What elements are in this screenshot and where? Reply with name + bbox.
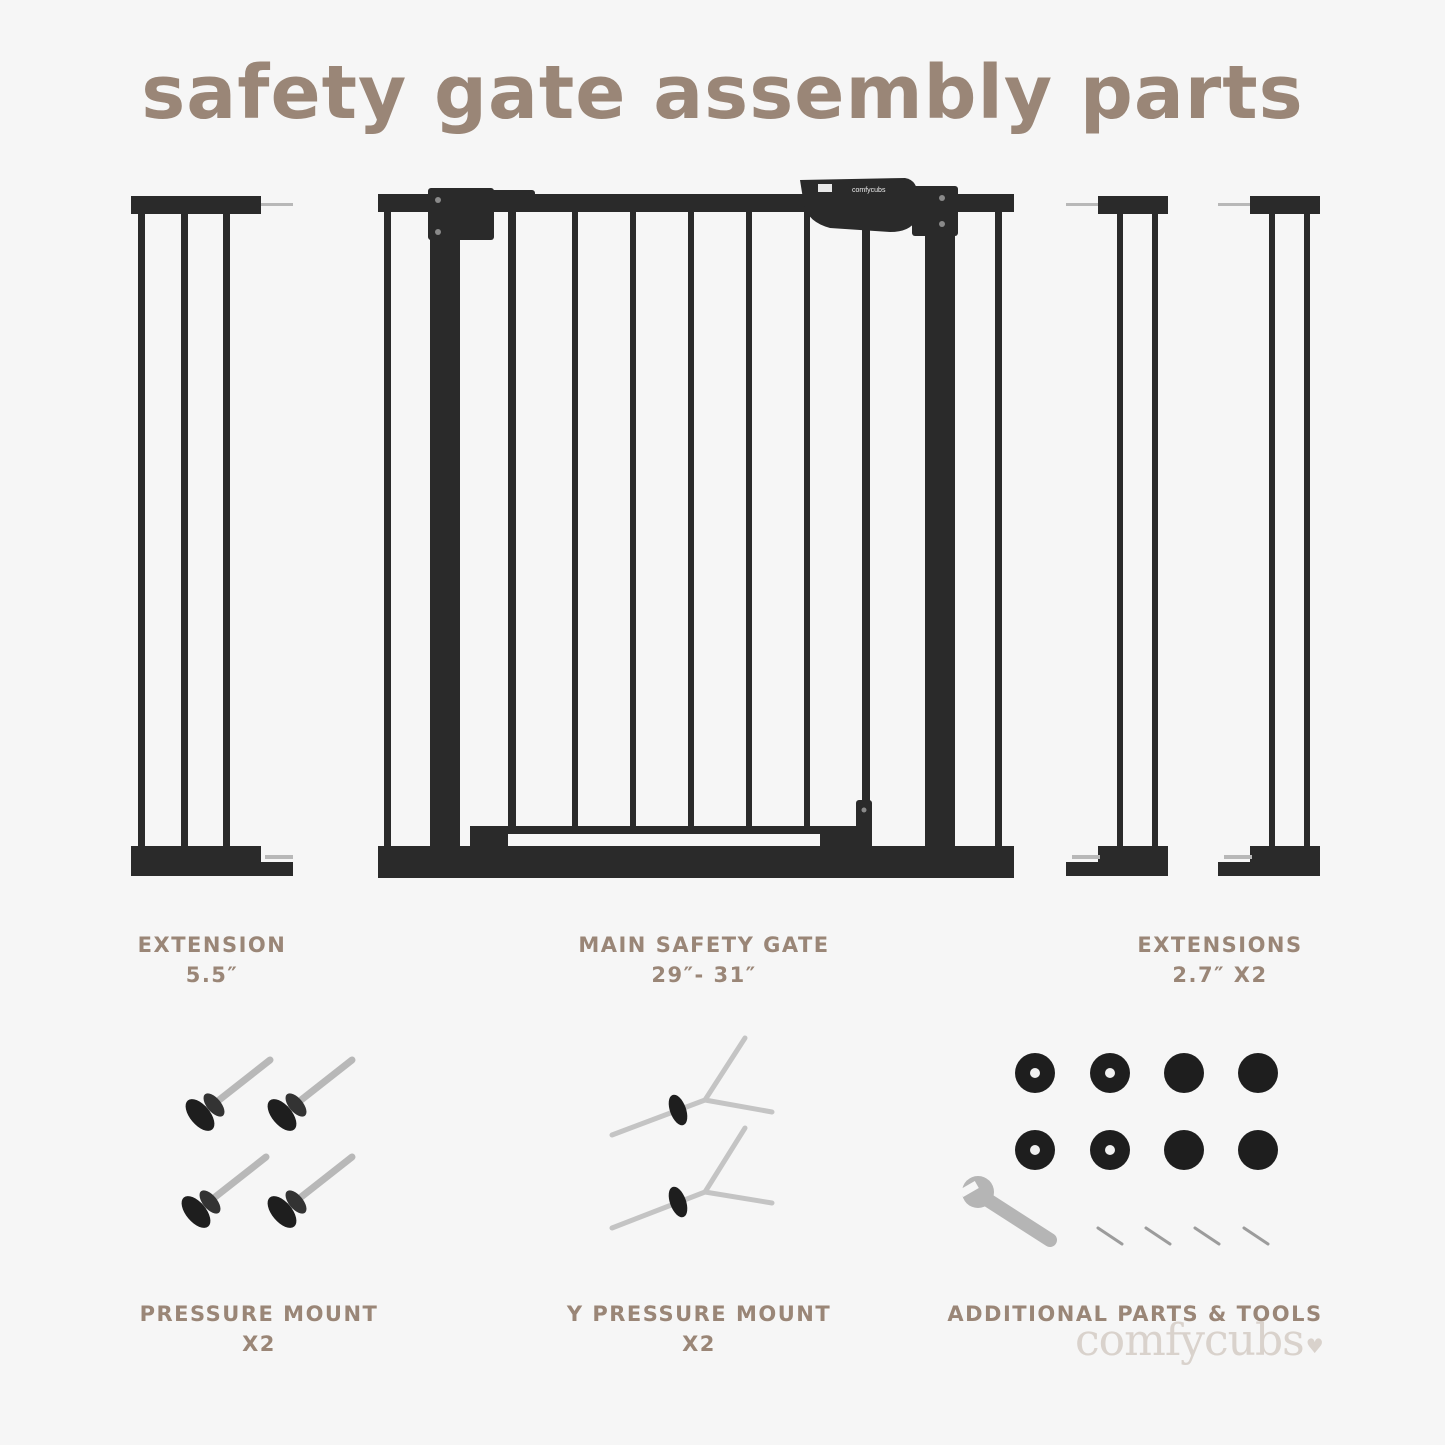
latch-logo: comfycubs bbox=[852, 187, 886, 194]
pressure-mount-image bbox=[181, 1056, 356, 1228]
part-size: 2.7″ X2 bbox=[1172, 963, 1268, 987]
additional-parts-image bbox=[959, 1053, 1278, 1247]
wrench-icon bbox=[959, 1176, 1057, 1247]
part-name: ADDITIONAL PARTS & TOOLS bbox=[947, 1302, 1323, 1326]
y-pressure-mount-knobs bbox=[668, 1094, 688, 1218]
extensions-2-7-label: EXTENSIONS 2.7″ X2 bbox=[1100, 930, 1340, 990]
part-name: EXTENSION bbox=[137, 933, 287, 957]
additional-parts-label: ADDITIONAL PARTS & TOOLS bbox=[925, 1299, 1345, 1329]
y-pressure-mount-image bbox=[609, 1035, 775, 1231]
main-safety-gate-label: MAIN SAFETY GATE 29″- 31″ bbox=[504, 930, 904, 990]
heart-icon: ♥ bbox=[1305, 1334, 1324, 1358]
extension-5-5-image bbox=[131, 196, 293, 876]
part-size: X2 bbox=[242, 1332, 276, 1356]
brand-name: comfycubs bbox=[1075, 1315, 1305, 1366]
y-pressure-mount-label: Y PRESSURE MOUNT X2 bbox=[524, 1299, 874, 1359]
page-title: safety gate assembly parts bbox=[141, 50, 1304, 136]
part-name: EXTENSIONS bbox=[1137, 933, 1303, 957]
screws bbox=[1096, 1226, 1270, 1246]
part-size: X2 bbox=[682, 1332, 716, 1356]
extension-2-7-image-2 bbox=[1218, 196, 1320, 876]
pressure-mount-label: PRESSURE MOUNT X2 bbox=[109, 1299, 409, 1359]
extension-5-5-label: EXTENSION 5.5″ bbox=[112, 930, 312, 990]
part-name: Y PRESSURE MOUNT bbox=[566, 1302, 832, 1326]
part-size: 5.5″ bbox=[185, 963, 239, 987]
brand-logo: comfycubs♥ bbox=[1075, 1315, 1324, 1366]
cups-row-2 bbox=[1015, 1130, 1278, 1170]
extension-2-7-image-1 bbox=[1066, 196, 1168, 876]
main-safety-gate-image bbox=[378, 178, 1014, 878]
part-size: 29″- 31″ bbox=[651, 963, 757, 987]
part-name: PRESSURE MOUNT bbox=[139, 1302, 379, 1326]
part-name: MAIN SAFETY GATE bbox=[578, 933, 830, 957]
cups-row-1 bbox=[1015, 1053, 1278, 1093]
